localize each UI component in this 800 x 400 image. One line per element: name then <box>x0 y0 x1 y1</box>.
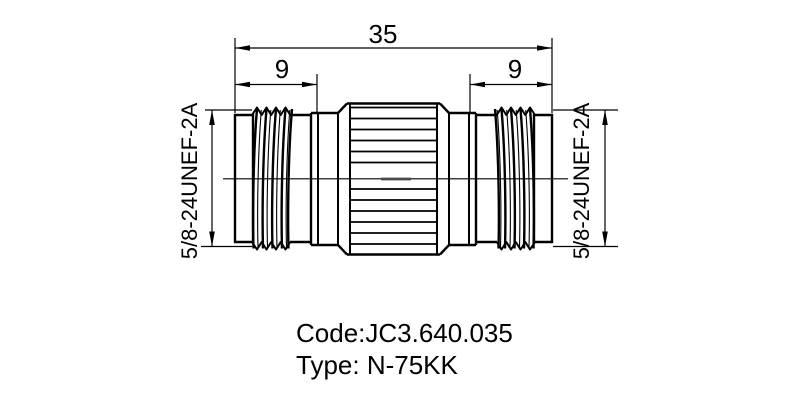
right-thread-spec-label: 5/8-24UNEF-2A <box>569 102 594 259</box>
right-thread-spec-dimension: 5/8-24UNEF-2A <box>553 102 618 259</box>
arrowhead-down <box>602 231 608 247</box>
arrowhead-down <box>209 231 215 247</box>
thread-crest-top <box>251 106 292 116</box>
knurl-lines <box>350 106 437 245</box>
annotation-block: Code:JC3.640.035 Type: N-75KK <box>296 318 513 380</box>
left-thread-length-value: 9 <box>275 54 289 84</box>
arrowhead-left <box>470 81 485 88</box>
product-type-label: Type: N-75KK <box>296 350 459 380</box>
left-coupling-port <box>233 102 348 256</box>
arrowhead-right <box>302 81 317 88</box>
center-knurled-body <box>347 102 440 256</box>
product-code-label: Code:JC3.640.035 <box>296 318 513 348</box>
right-thread-length-dimension: 9 <box>469 54 552 112</box>
arrowhead-right <box>537 81 552 88</box>
left-thread-spec-dimension: 5/8-24UNEF-2A <box>177 102 252 259</box>
left-thread-length-dimension: 9 <box>235 54 318 112</box>
arrowhead-right <box>537 45 552 51</box>
thread-lines <box>251 108 294 249</box>
right-thread-length-value: 9 <box>508 54 522 84</box>
port-smooth-section <box>290 113 311 244</box>
arrowhead-up <box>602 110 608 125</box>
left-thread-spec-label: 5/8-24UNEF-2A <box>177 102 202 259</box>
overall-length-dimension: 35 <box>234 19 553 113</box>
arrowhead-up <box>209 110 215 125</box>
port-neck <box>311 102 348 256</box>
arrowhead-left <box>235 45 250 51</box>
arrowhead-left <box>235 81 250 88</box>
overall-length-value: 35 <box>369 19 398 49</box>
